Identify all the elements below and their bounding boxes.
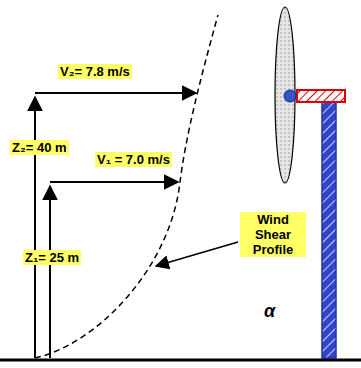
- nacelle: [297, 90, 345, 102]
- velocity-arrow: [50, 181, 178, 183]
- velocity-arrow: [35, 92, 196, 94]
- wind-shear-curve: [35, 15, 218, 358]
- height-label: Z₂= 40 m: [10, 140, 69, 155]
- height-arrow: [34, 97, 36, 358]
- ground-line: [0, 359, 361, 362]
- velocity-label: V₂= 7.8 m/s: [58, 64, 132, 79]
- rotor-blade: [275, 7, 295, 183]
- profile-label: Wind Shear Profile: [240, 212, 306, 257]
- velocity-label: V₁ = 7.0 m/s: [95, 152, 172, 167]
- leader-arrow: [156, 242, 238, 266]
- height-arrow: [49, 186, 51, 358]
- rotor-hub: [284, 90, 296, 102]
- alpha-label: α: [262, 300, 277, 322]
- height-label: Z₁= 25 m: [23, 250, 81, 265]
- tower: [322, 102, 336, 358]
